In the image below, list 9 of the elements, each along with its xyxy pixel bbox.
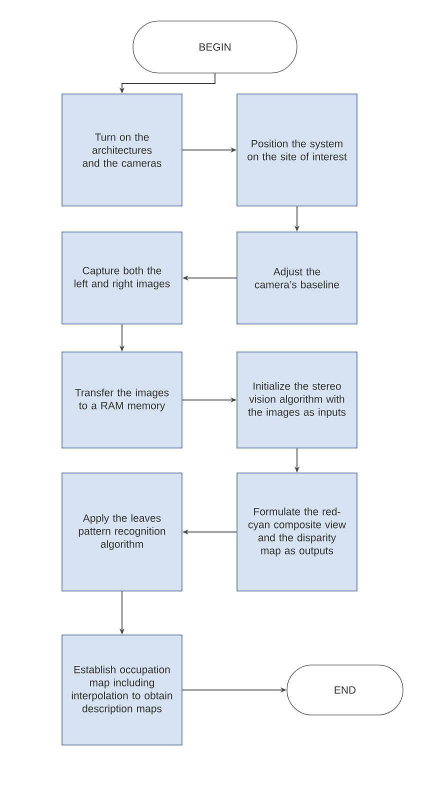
process-box: Position the system on the site of interest <box>236 94 358 206</box>
process-box: Establish occupation map including interpolation to obtain description maps <box>62 634 182 746</box>
process-box: Transfer the images to a RAM memory <box>62 352 182 448</box>
process-box: Initialize the stereo vision algorithm with the images as inputs <box>236 352 358 448</box>
process-box: Apply the leaves pattern recognition algorithm <box>62 472 182 592</box>
process-box: Capture both the left and right images <box>62 232 182 324</box>
process-box: Turn on the architectures and the cameras <box>62 94 182 206</box>
process-box: Formulate the red-cyan composite view and the disparity map as outputs <box>236 472 358 592</box>
process-box: Adjust the camera’s baseline <box>236 232 358 324</box>
